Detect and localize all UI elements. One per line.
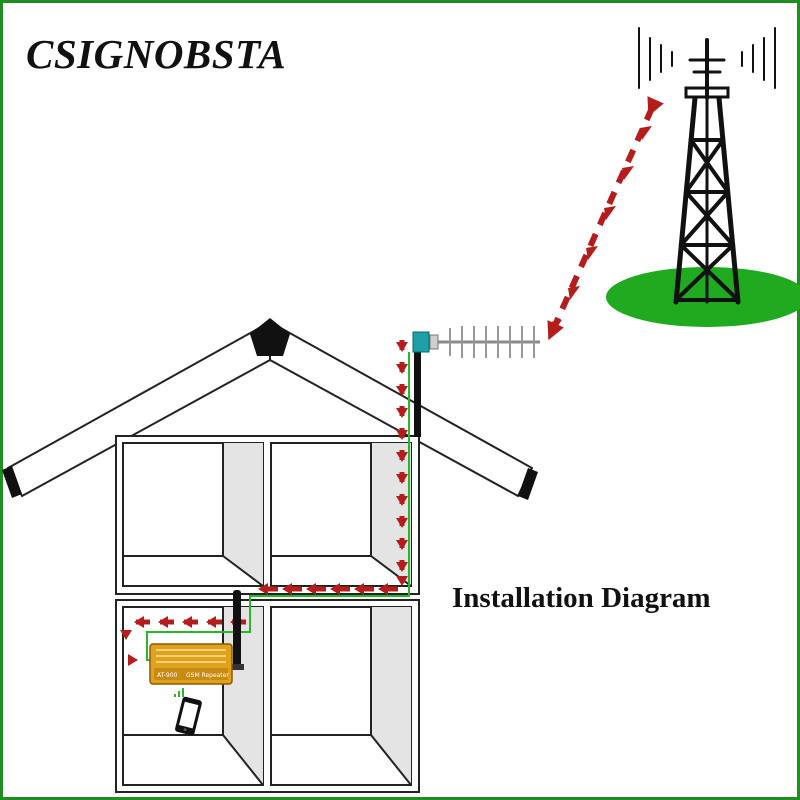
yagi-antenna-icon <box>412 326 540 358</box>
signal-arrows-incoming <box>547 96 664 341</box>
house-rooms <box>115 435 420 793</box>
antenna-mast <box>414 345 421 437</box>
repeater-model-label: AT-900 <box>157 672 178 679</box>
signal-bars-icon <box>174 688 184 697</box>
repeater-type-label: GSM Repeater <box>186 672 229 679</box>
repeater-icon: AT-900 GSM Repeater <box>149 643 233 685</box>
brand-logo: CSIGNOBSTA <box>26 31 287 77</box>
diagram-caption: Installation Diagram <box>452 582 711 614</box>
signal-path-shafts <box>130 340 405 625</box>
signal-arrow-heads <box>550 126 652 334</box>
smartphone-icon <box>175 696 202 736</box>
cell-tower-icon <box>673 38 741 305</box>
indoor-antenna-icon <box>230 590 244 670</box>
coax-cable <box>146 352 410 661</box>
radio-waves-icon <box>638 27 776 89</box>
